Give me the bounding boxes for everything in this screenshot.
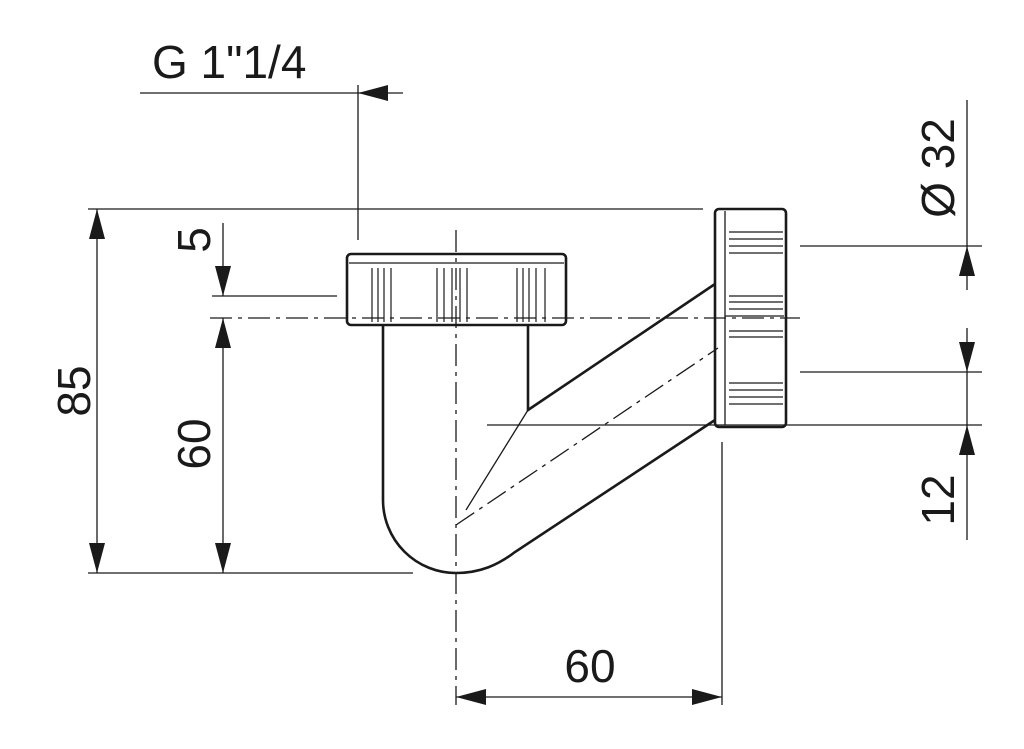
outlet-nut xyxy=(713,207,788,429)
gap-label: 5 xyxy=(168,227,220,253)
inlet-nut-outline xyxy=(345,252,568,327)
arrow-horizontal-left xyxy=(456,689,486,705)
arrowheads xyxy=(89,85,975,705)
total-height-label: 85 xyxy=(48,365,100,416)
inlet-nut-ribs xyxy=(371,268,546,322)
outlet-nut-outline xyxy=(713,207,788,429)
extension-lines xyxy=(88,85,982,705)
arrow-total-bottom xyxy=(89,543,105,573)
inlet-height-label: 60 xyxy=(168,418,220,469)
outlet-axis xyxy=(455,347,719,526)
trap-outer-contour xyxy=(381,326,716,575)
horizontal-dim-label: 60 xyxy=(564,640,615,692)
internal-line xyxy=(465,409,529,511)
arrow-gap xyxy=(215,266,231,296)
trap-body xyxy=(381,282,716,575)
thread-size-label: G 1"1/4 xyxy=(152,36,306,88)
center-lines xyxy=(210,230,800,705)
inlet-nut xyxy=(345,252,568,327)
arrow-outlet-bottom xyxy=(959,425,975,455)
trap-inner-contour xyxy=(526,282,716,413)
arrow-dia xyxy=(959,246,975,276)
arrow-inlet-top xyxy=(215,318,231,348)
arrow-thread xyxy=(358,85,388,101)
dimension-lines xyxy=(96,92,968,698)
outlet-nut-ribs xyxy=(729,231,783,405)
diameter-label: Ø 32 xyxy=(912,118,964,218)
arrow-inlet-bottom xyxy=(215,543,231,573)
arrow-outlet-top xyxy=(959,342,975,372)
outlet-offset-label: 12 xyxy=(912,474,964,525)
dimension-labels: G 1"1/4 60 85 60 5 Ø 32 12 xyxy=(48,36,964,692)
arrow-total-top xyxy=(89,209,105,239)
arrow-horizontal-right xyxy=(692,689,722,705)
